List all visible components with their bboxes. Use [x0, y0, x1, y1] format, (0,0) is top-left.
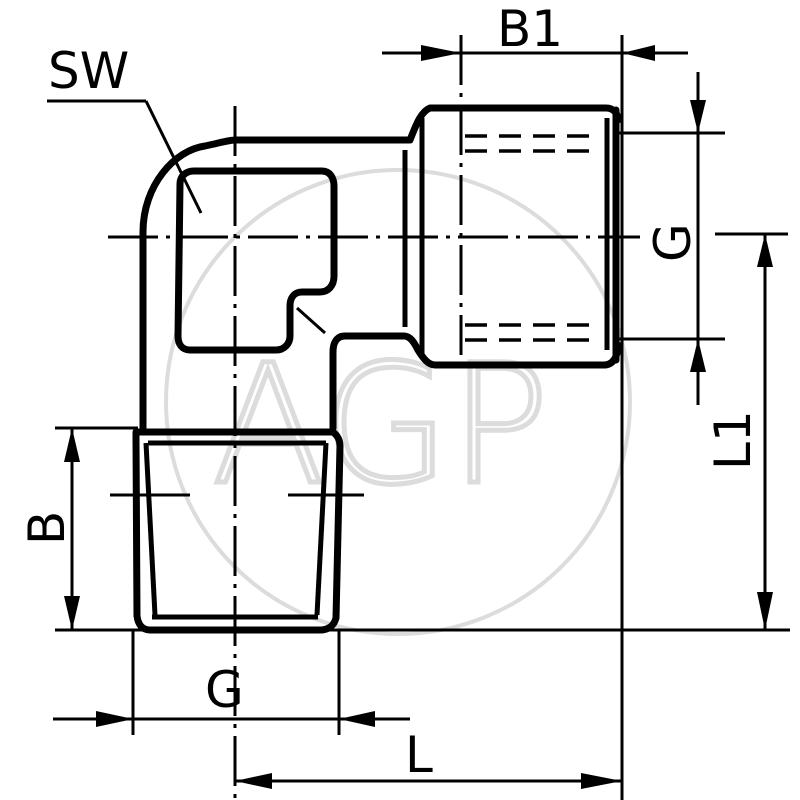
arrow-icon	[421, 45, 461, 61]
bottom-nipple-outline	[132, 428, 344, 634]
label-b1: B1	[497, 0, 563, 58]
arrow-icon	[235, 773, 272, 789]
arrow-icon	[96, 711, 133, 727]
arrow-icon	[64, 596, 80, 630]
arrow-icon	[690, 339, 706, 372]
sw-leader: SW	[47, 42, 203, 214]
arrow-icon	[622, 45, 655, 61]
label-g-right: G	[644, 223, 702, 262]
thread-taper-left	[143, 442, 158, 616]
watermark: AGP	[164, 168, 632, 636]
watermark-circle	[164, 168, 632, 636]
arrow-icon	[339, 711, 375, 727]
sw-leader-diagonal	[144, 100, 203, 214]
label-l: L	[405, 726, 433, 784]
body-outline-bottom	[329, 332, 622, 432]
arrow-icon	[64, 428, 80, 462]
dim-l: L	[235, 726, 622, 789]
hex-edge-line	[296, 306, 326, 335]
dim-b1: B1	[382, 0, 688, 61]
thread-taper-right	[314, 442, 329, 616]
arrow-icon	[690, 100, 706, 133]
arrow-icon	[581, 773, 622, 789]
watermark-text: AGP	[212, 329, 549, 521]
arrow-icon	[757, 234, 773, 267]
label-b: B	[18, 511, 76, 545]
dim-g-bottom: G	[53, 661, 410, 727]
right-thread-hidden-lines	[459, 35, 600, 355]
label-l1: L1	[704, 410, 762, 470]
dim-g-right: G	[644, 72, 706, 405]
center-lines	[108, 106, 640, 800]
label-g-bottom: G	[205, 661, 244, 719]
arrow-icon	[757, 592, 773, 630]
dim-b: B	[18, 428, 80, 630]
label-sw: SW	[48, 42, 129, 100]
hex-flat-outline	[174, 167, 338, 354]
dim-l1: L1	[704, 234, 773, 630]
